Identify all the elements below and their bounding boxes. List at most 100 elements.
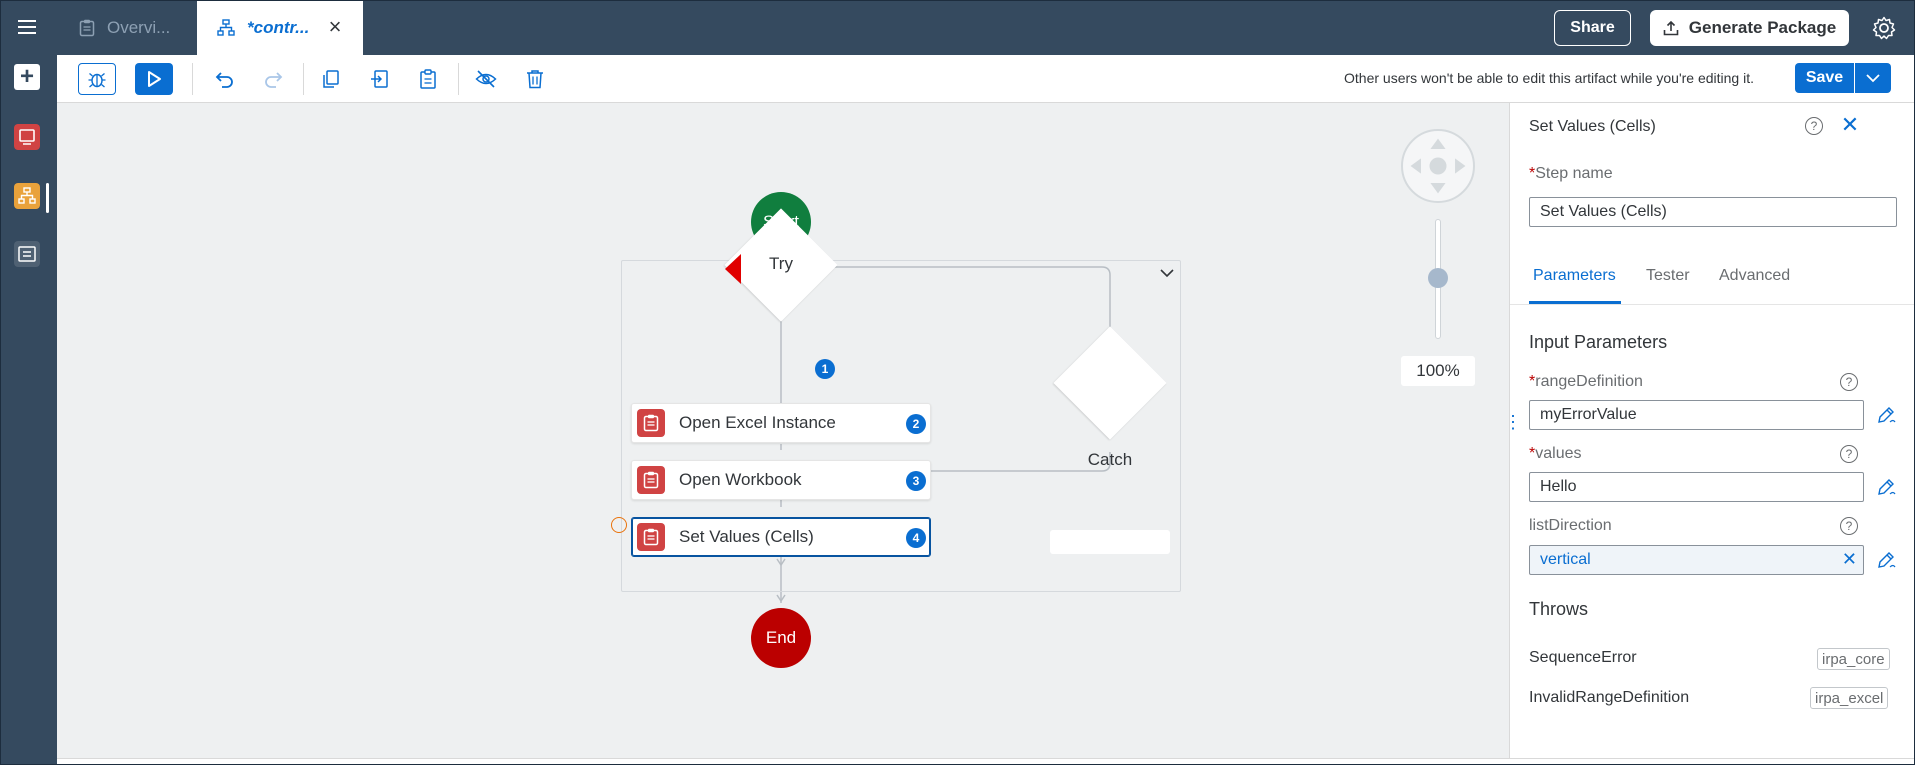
breakpoint-marker[interactable]	[611, 517, 627, 533]
step-name-label: *Step name	[1529, 165, 1613, 182]
paste-icon	[420, 69, 436, 89]
selection-indicator	[46, 183, 49, 213]
catch-drop-zone[interactable]	[1050, 530, 1170, 554]
clipboard-icon	[637, 523, 665, 551]
save-menu-button[interactable]	[1855, 63, 1891, 93]
copy-button[interactable]	[315, 63, 347, 95]
editor-toolbar: Other users won't be able to edit this a…	[57, 55, 1914, 103]
side-navigation: +	[1, 55, 57, 764]
close-icon[interactable]: ×	[328, 14, 342, 39]
help-icon[interactable]: ?	[1840, 373, 1858, 391]
panel-title: Set Values (Cells)	[1529, 118, 1656, 135]
disable-button[interactable]	[470, 63, 502, 95]
gear-icon[interactable]	[1871, 15, 1897, 41]
tab-label: *contr...	[247, 18, 310, 37]
add-icon[interactable]: +	[14, 63, 40, 90]
help-icon[interactable]: ?	[1805, 117, 1823, 135]
catch-label[interactable]: Catch	[1087, 450, 1133, 469]
desktop-package-icon[interactable]	[14, 124, 40, 150]
clipboard-icon	[637, 466, 665, 494]
chevron-down-icon[interactable]	[1157, 263, 1177, 283]
play-icon	[148, 71, 161, 87]
close-icon[interactable]: ✕	[1840, 112, 1860, 137]
step-badge: 1	[815, 359, 835, 379]
toolbar-divider	[192, 63, 193, 95]
activity-open-workbook[interactable]: Open Workbook 3	[631, 460, 931, 500]
rangedefinition-field[interactable]	[1529, 400, 1864, 430]
listdirection-value: vertical	[1540, 551, 1591, 568]
undo-icon	[215, 72, 233, 88]
run-button[interactable]	[135, 63, 173, 95]
tab-automation[interactable]: *contr... ×	[197, 1, 363, 55]
status-strip	[57, 758, 1914, 764]
throw-module-tag: irpa_core	[1817, 648, 1890, 670]
paste-button[interactable]	[412, 63, 444, 95]
param-label-text: values	[1535, 445, 1582, 462]
panel-resize-handle[interactable]: ⋮	[1504, 412, 1522, 432]
share-button[interactable]: Share	[1554, 10, 1631, 46]
zoom-level: 100%	[1401, 356, 1475, 386]
workflow-canvas[interactable]: Start Try 1 Open Excel Instance 2 Open W…	[57, 103, 1509, 758]
debug-button[interactable]	[78, 63, 116, 95]
clipboard-icon	[637, 409, 665, 437]
generate-package-button[interactable]: Generate Package	[1650, 10, 1849, 46]
activity-label: Set Values (Cells)	[679, 527, 814, 546]
upload-icon	[1663, 20, 1679, 36]
automation-icon[interactable]	[14, 183, 40, 209]
param-label-values: *values	[1529, 445, 1582, 462]
undo-button[interactable]	[209, 63, 241, 95]
zoom-slider-handle[interactable]	[1428, 268, 1448, 288]
edit-expression-icon[interactable]	[1876, 405, 1896, 425]
active-tab-indicator	[1529, 301, 1621, 304]
step-badge: 2	[906, 414, 926, 434]
tab-overview[interactable]: Overvi...	[63, 1, 193, 55]
activity-label: Open Excel Instance	[679, 413, 836, 432]
try-label[interactable]: Try	[769, 254, 793, 273]
panel-tabs: Parameters Tester Advanced	[1510, 253, 1914, 305]
bug-icon	[88, 73, 106, 88]
try-catch-block[interactable]	[621, 260, 1181, 592]
end-node[interactable]: End	[751, 608, 811, 668]
activity-set-values-cells[interactable]: Set Values (Cells) 4	[631, 517, 931, 557]
param-label-text: rangeDefinition	[1535, 373, 1643, 390]
step-badge: 3	[906, 471, 926, 491]
delete-button[interactable]	[519, 63, 551, 95]
help-icon[interactable]: ?	[1840, 445, 1858, 463]
param-label-rangedefinition: *rangeDefinition	[1529, 373, 1643, 390]
data-type-icon[interactable]	[14, 241, 40, 267]
save-button[interactable]: Save	[1795, 63, 1854, 93]
clipboard-icon	[79, 19, 95, 37]
redo-button[interactable]	[257, 63, 289, 95]
listdirection-field[interactable]: vertical ✕	[1529, 545, 1864, 575]
editing-notice: Other users won't be able to edit this a…	[1344, 70, 1754, 86]
menu-icon[interactable]	[15, 16, 39, 38]
input-parameters-heading: Input Parameters	[1529, 332, 1668, 352]
redo-icon	[265, 72, 283, 88]
properties-panel: ⋮ Set Values (Cells) ? ✕ *Step name Para…	[1504, 103, 1914, 758]
tab-advanced[interactable]: Advanced	[1719, 267, 1791, 284]
help-icon[interactable]: ?	[1840, 517, 1858, 535]
copy-icon	[323, 70, 339, 88]
tab-label: Overvi...	[107, 18, 171, 37]
chevron-down-icon	[1866, 74, 1880, 83]
throw-name: SequenceError	[1529, 649, 1637, 666]
throws-heading: Throws	[1529, 599, 1589, 619]
tab-tester[interactable]: Tester	[1646, 267, 1690, 284]
throw-name: InvalidRangeDefinition	[1529, 689, 1690, 706]
activity-label: Open Workbook	[679, 470, 802, 489]
generate-package-label: Generate Package	[1688, 18, 1837, 37]
cut-button[interactable]	[364, 63, 396, 95]
toolbar-divider	[303, 63, 304, 95]
throw-module-tag: irpa_excel	[1810, 687, 1889, 709]
step-name-field[interactable]	[1529, 197, 1897, 227]
tab-parameters[interactable]: Parameters	[1533, 267, 1616, 284]
clear-icon[interactable]: ✕	[1841, 549, 1857, 569]
edit-expression-icon[interactable]	[1876, 550, 1896, 570]
step-name-label-text: Step name	[1535, 165, 1613, 182]
activity-open-excel-instance[interactable]: Open Excel Instance 2	[631, 403, 931, 443]
pan-control-icon[interactable]	[1401, 129, 1475, 203]
move-into-icon	[371, 70, 388, 88]
edit-expression-icon[interactable]	[1876, 477, 1896, 497]
values-field[interactable]	[1529, 472, 1864, 502]
